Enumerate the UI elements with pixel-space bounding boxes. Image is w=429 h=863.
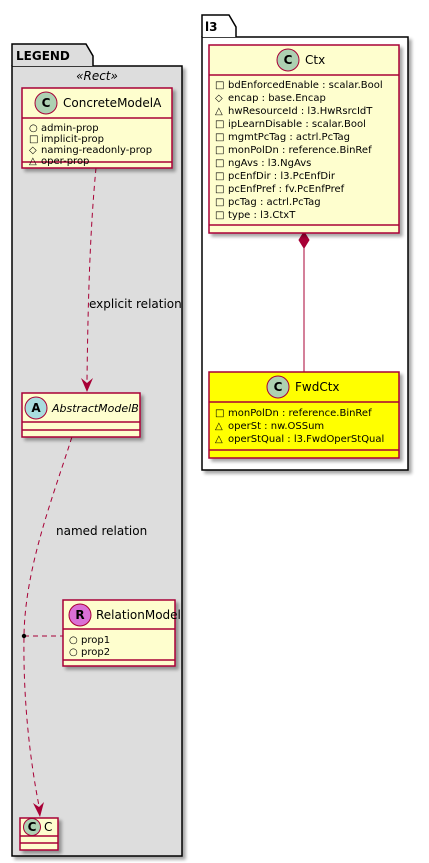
svg-text:mgmtPcTag : actrl.PcTag: mgmtPcTag : actrl.PcTag (228, 132, 350, 143)
svg-text:△: △ (29, 156, 37, 167)
legend-package: LEGEND «Rect» (11, 43, 183, 857)
svg-text:pcTag : actrl.PcTag: pcTag : actrl.PcTag (228, 197, 321, 208)
svg-text:C: C (284, 53, 293, 67)
svg-text:□: □ (215, 119, 224, 130)
svg-text:△: △ (215, 106, 223, 117)
class-name: AbstractModelB (51, 402, 139, 415)
attribute-list: ○ admin-prop □ implicit-prop ◇ naming-re… (29, 123, 152, 167)
svg-text:○: ○ (29, 123, 38, 134)
explicit-relation-edge: explicit relation (81, 167, 182, 392)
svg-text:admin-prop: admin-prop (41, 123, 99, 134)
svg-text:C: C (274, 380, 283, 394)
class-fwd-ctx: C FwdCtx □ monPolDn : reference.BinRef △… (208, 371, 400, 459)
svg-text:C: C (28, 820, 37, 834)
class-badge-icon (276, 48, 300, 72)
svg-text:□: □ (215, 171, 224, 182)
svg-text:prop1: prop1 (81, 635, 110, 646)
attribute-list: □ bdEnforcedEnable : scalar.Bool ◇ encap… (215, 80, 383, 221)
svg-text:hwResourceId : l3.HwRsrcIdT: hwResourceId : l3.HwRsrcIdT (228, 106, 373, 117)
svg-text:pcEnfPref : fv.PcEnfPref: pcEnfPref : fv.PcEnfPref (228, 184, 345, 195)
svg-text:oper-prop: oper-prop (41, 156, 89, 167)
svg-text:□: □ (215, 210, 224, 221)
svg-text:◇: ◇ (29, 145, 37, 156)
attribute-list: □ monPolDn : reference.BinRef △ operSt :… (215, 408, 384, 445)
legend-stereotype: «Rect» (76, 69, 118, 83)
svg-text:□: □ (215, 408, 224, 419)
explicit-relation-label: explicit relation (89, 297, 182, 311)
svg-text:prop2: prop2 (81, 647, 110, 658)
svg-text:△: △ (215, 434, 223, 445)
svg-text:ngAvs : l3.NgAvs: ngAvs : l3.NgAvs (228, 158, 311, 169)
svg-text:encap : base.Encap: encap : base.Encap (228, 93, 326, 104)
relation-class-link (21, 633, 63, 639)
svg-text:C: C (42, 96, 51, 110)
class-badge-icon (24, 396, 48, 420)
svg-text:□: □ (215, 158, 224, 169)
svg-text:○: ○ (69, 635, 78, 646)
svg-text:bdEnforcedEnable : scalar.Bool: bdEnforcedEnable : scalar.Bool (228, 80, 383, 91)
svg-text:implicit-prop: implicit-prop (41, 134, 104, 145)
svg-text:□: □ (215, 145, 224, 156)
named-relation-label: named relation (56, 524, 147, 538)
composition-edge (298, 231, 310, 372)
class-name: C (44, 820, 52, 834)
class-c: C C (19, 817, 59, 851)
svg-text:△: △ (215, 421, 223, 432)
l3-package-title: l3 (205, 20, 217, 34)
class-badge-icon (266, 375, 290, 399)
svg-text:○: ○ (69, 647, 78, 658)
class-name: FwdCtx (295, 380, 340, 394)
class-name: RelationModel (96, 608, 181, 622)
class-concrete-model-a: C ConcreteModelA ○ admin-prop □ implicit… (21, 87, 173, 169)
svg-text:monPolDn : reference.BinRef: monPolDn : reference.BinRef (228, 145, 372, 156)
svg-text:monPolDn : reference.BinRef: monPolDn : reference.BinRef (228, 408, 372, 419)
svg-text:A: A (31, 401, 41, 415)
class-name: ConcreteModelA (63, 96, 162, 110)
svg-text:□: □ (215, 197, 224, 208)
class-badge-icon (23, 818, 41, 836)
svg-text:□: □ (29, 134, 38, 145)
legend-package-title: LEGEND (16, 49, 70, 63)
class-name: Ctx (305, 53, 325, 67)
svg-text:operSt : nw.OSSum: operSt : nw.OSSum (228, 421, 324, 432)
svg-text:□: □ (215, 80, 224, 91)
svg-text:□: □ (215, 132, 224, 143)
named-relation-edge: named relation (23, 419, 147, 817)
class-relation-model: R RelationModel ○ prop1 ○ prop2 (62, 599, 181, 667)
svg-text:naming-readonly-prop: naming-readonly-prop (41, 145, 152, 156)
attribute-list: ○ prop1 ○ prop2 (69, 635, 110, 658)
svg-text:◇: ◇ (215, 93, 223, 104)
svg-text:operStQual : l3.FwdOperStQual: operStQual : l3.FwdOperStQual (228, 434, 384, 445)
svg-text:□: □ (215, 184, 224, 195)
svg-text:pcEnfDir : l3.PcEnfDir: pcEnfDir : l3.PcEnfDir (228, 171, 336, 182)
class-badge-icon (34, 91, 58, 115)
svg-text:type : l3.CtxT: type : l3.CtxT (228, 210, 296, 221)
class-abstract-model-b: A AbstractModelB (21, 392, 141, 438)
class-ctx: C Ctx □ bdEnforcedEnable : scalar.Bool ◇… (208, 44, 400, 234)
svg-text:R: R (75, 608, 84, 622)
class-badge-icon (68, 603, 92, 627)
svg-text:ipLearnDisable : scalar.Bool: ipLearnDisable : scalar.Bool (228, 119, 366, 130)
